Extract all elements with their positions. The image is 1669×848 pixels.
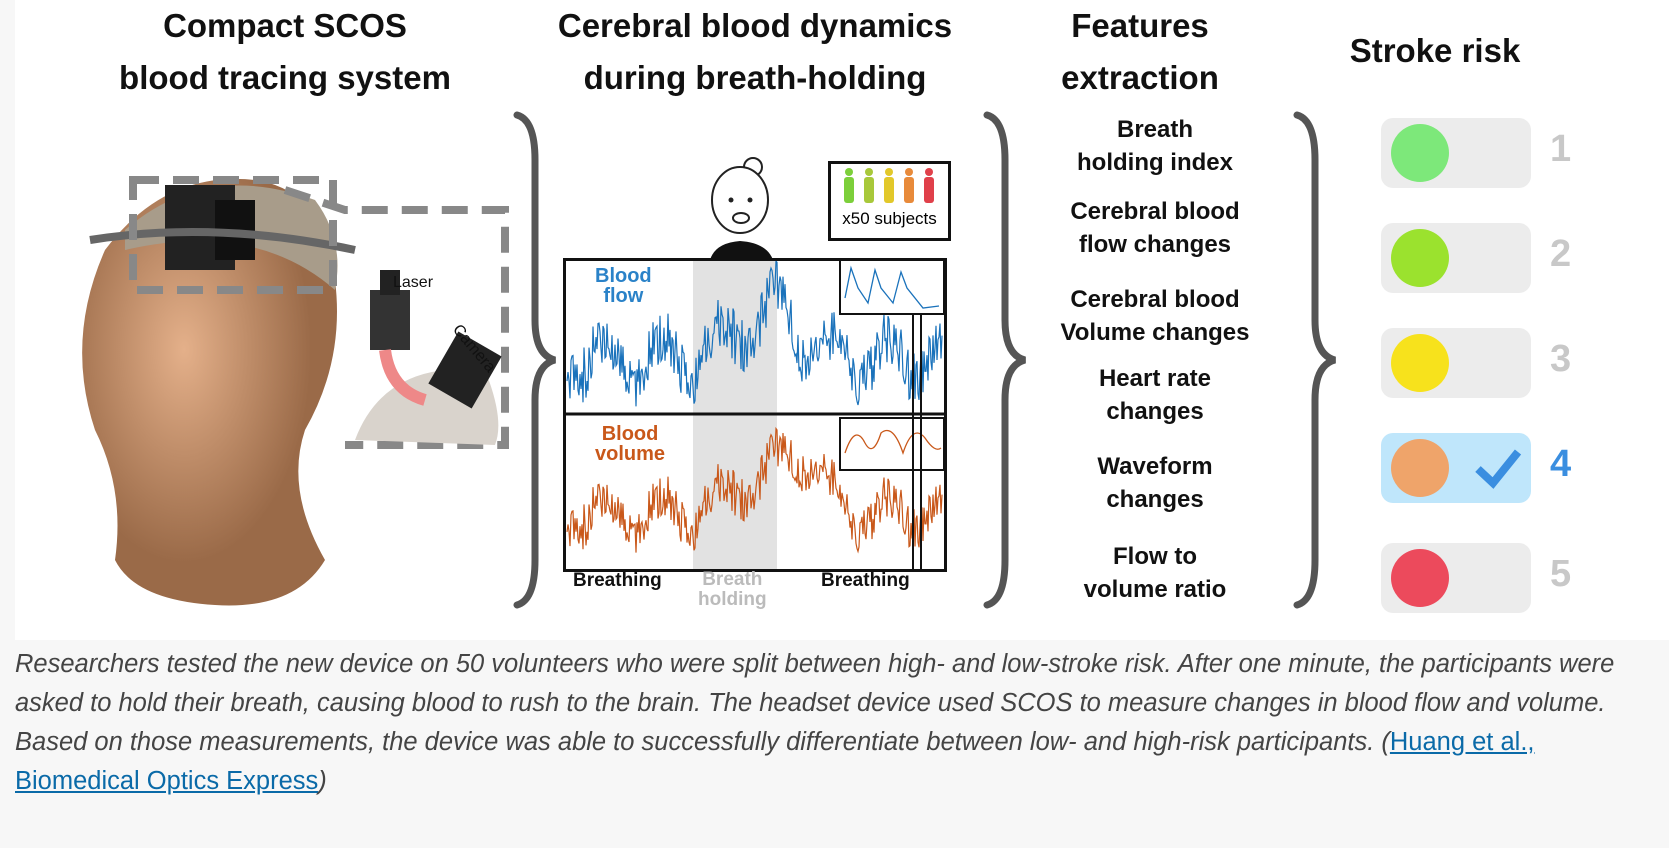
label-line: volume (595, 443, 666, 465)
risk-toggle-4[interactable] (1381, 433, 1531, 503)
feature-line: changes (1106, 486, 1204, 513)
feature-line: Breath (1116, 116, 1194, 143)
risk-toggle-2[interactable] (1381, 223, 1531, 293)
check-icon (1475, 449, 1522, 489)
heading-system: Compact SCOS blood tracing system (95, 0, 475, 104)
label-line: Blood (601, 423, 659, 445)
feature-line: Volume changes (1060, 319, 1250, 346)
risk-toggle-1[interactable] (1381, 118, 1531, 188)
subjects-box: x50 subjects (828, 161, 951, 241)
label-line: holding (698, 589, 767, 610)
feature-line: flow changes (1078, 231, 1232, 258)
braces (513, 111, 1337, 609)
risk-dot (1391, 549, 1449, 607)
risk-dot (1391, 439, 1449, 497)
laser-label: Laser (393, 274, 434, 291)
person-icon (924, 168, 934, 203)
people-icons (844, 168, 934, 203)
subjects-label: x50 subjects (842, 209, 937, 228)
feature-item: Breath holding index (1055, 113, 1255, 179)
breath-holding-person-icon (710, 157, 773, 260)
figure-caption: Researchers tested the new device on 50 … (15, 645, 1665, 801)
feature-item: Cerebral blood flow changes (1055, 195, 1255, 261)
heading-line: during breath-holding (583, 59, 927, 96)
blood-flow-trace (566, 259, 943, 407)
person-icon (844, 168, 854, 203)
risk-toggle-3[interactable] (1381, 328, 1531, 398)
feature-line: holding index (1077, 149, 1233, 176)
feature-line: Cerebral blood (1070, 198, 1240, 225)
brace-3 (1293, 111, 1337, 609)
risk-level-number: 5 (1550, 553, 1572, 595)
feature-line: Flow to (1113, 543, 1197, 570)
heading-dynamics: Cerebral blood dynamics during breath-hol… (525, 0, 985, 104)
risk-dot (1391, 229, 1449, 287)
caption-text: Researchers tested the new device on 50 … (15, 650, 1615, 756)
feature-line: volume ratio (1083, 576, 1227, 603)
risk-level-number: 3 (1550, 338, 1572, 380)
caption-close: ) (318, 767, 327, 795)
label-line: Breath (702, 569, 763, 590)
heading-line: extraction (1061, 59, 1219, 96)
person-icon (884, 168, 894, 203)
feature-line: Cerebral blood (1070, 286, 1240, 313)
feature-line: Waveform (1097, 453, 1213, 480)
risk-level-number: 1 (1550, 128, 1572, 170)
x-label-breathing-right: Breathing (821, 570, 910, 591)
heading-line: Cerebral blood dynamics (557, 7, 953, 44)
source-link[interactable]: Huang et al., Biomedical Optics Express (15, 728, 1535, 795)
feature-item: Heart rate changes (1055, 362, 1255, 428)
person-icon (864, 168, 874, 203)
label-line: flow (603, 285, 644, 307)
heading-line: Features (1071, 7, 1209, 44)
blood-volume-trace (566, 426, 943, 554)
heading-features: Features extraction (1040, 0, 1240, 104)
flow-inset (839, 259, 945, 315)
risk-dot (1391, 334, 1449, 392)
heading-line: Compact SCOS (163, 7, 407, 44)
volume-inset (839, 417, 945, 471)
risk-toggle-5[interactable] (1381, 543, 1531, 613)
x-label-breathing-left: Breathing (573, 570, 662, 591)
heading-risk: Stroke risk (1349, 32, 1521, 69)
person-icon (904, 168, 914, 203)
brace-1 (513, 111, 557, 609)
feature-item: Waveform changes (1055, 450, 1255, 516)
risk-level-number: 2 (1550, 233, 1572, 275)
feature-line: Heart rate (1098, 365, 1212, 392)
head-illustration (82, 176, 509, 606)
risk-dot (1391, 124, 1449, 182)
heading-line: blood tracing system (119, 59, 451, 96)
feature-line: changes (1106, 398, 1204, 425)
label-line: Blood (595, 265, 652, 287)
risk-level-number: 4 (1550, 443, 1572, 485)
figure: Compact SCOS blood tracing system Cerebra… (15, 0, 1669, 640)
feature-item: Flow to volume ratio (1055, 540, 1255, 606)
brace-2 (983, 111, 1027, 609)
blood-signal-plot (563, 258, 947, 572)
